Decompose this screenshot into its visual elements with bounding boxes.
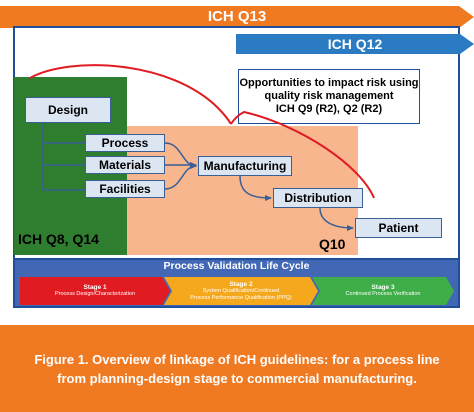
node-process: Process [85,134,165,152]
stage-2-desc-2: Process Performance Qualification (PPQ) [190,294,292,301]
risk-opportunities-box: Opportunities to impact risk using quali… [238,69,420,124]
stage-1-desc: Process Design/Characterization [54,291,136,297]
stage-1-label: Stage 1 [83,284,107,291]
ich-q13-label: ICH Q13 [207,8,267,25]
node-materials: Materials [85,156,165,174]
risk-opportunities-line-2: quality risk management [264,90,394,102]
q10-label: Q10 [319,236,346,252]
ich-q12-label: ICH Q12 [327,36,383,52]
stage-3-label: Stage 3 [371,284,395,291]
q8-q14-label: ICH Q8, Q14 [18,231,99,247]
node-design: Design [25,97,111,123]
caption-line-1: Figure 1. Overview of linkage of ICH gui… [34,351,440,367]
node-manufacturing: Manufacturing [198,156,292,176]
caption-line-2: from planning-design stage to commercial… [57,370,417,386]
ich-q13-band [0,6,474,28]
stage-3-desc: Continued Process Verification [345,291,421,297]
node-patient: Patient [355,218,442,238]
risk-opportunities-line-3: ICH Q9 (R2), Q2 (R2) [275,103,383,115]
ich-q12-band [236,34,474,54]
stage-2-label: Stage 2 [229,280,253,288]
stage-3-arrow: Stage 3 Continued Process Verification [312,277,454,305]
risk-opportunities-line-1: Opportunities to impact risk using [239,77,419,89]
node-distribution: Distribution [273,188,363,208]
figure-caption: Figure 1. Overview of linkage of ICH gui… [0,325,474,412]
stage-1-arrow: Stage 1 Process Design/Characterization [20,277,170,305]
node-facilities: Facilities [85,180,165,198]
process-validation-title: Process Validation Life Cycle [163,260,310,272]
stage-2-desc-1: System Qualification/Continued [202,287,280,294]
stage-2-arrow: Stage 2 System Qualification/Continued P… [164,277,318,305]
